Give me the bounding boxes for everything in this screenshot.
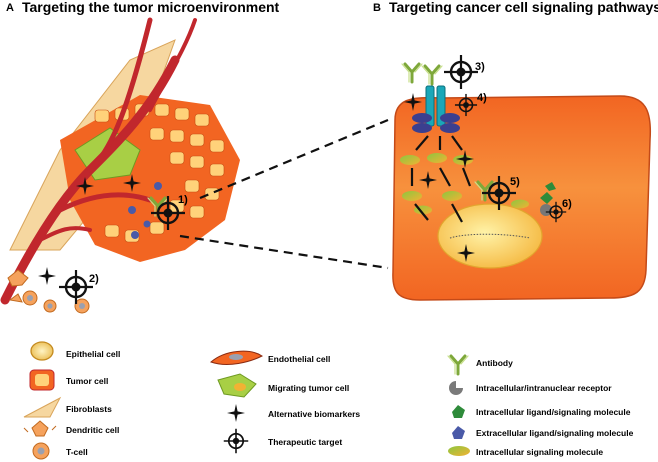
zoom-line-bottom	[179, 234, 389, 270]
legend-therapeutic-target: Therapeutic target	[268, 437, 342, 447]
epithelial-cell-icon	[30, 341, 54, 361]
target-icon	[57, 268, 95, 306]
intracellular-receptor	[540, 204, 552, 216]
antibody-icon	[400, 62, 424, 84]
legend-column-1: Epithelial cell Tumor cell Fibroblasts D…	[23, 341, 120, 460]
legend-dendritic-cell: Dendritic cell	[66, 425, 119, 435]
panel-a-illustration: 1) 2)	[0, 17, 240, 314]
fibroblast-icon	[23, 396, 62, 418]
legend-extracellular-ligand: Extracellular ligand/signaling molecule	[476, 428, 634, 438]
target-number-2: 2)	[89, 273, 99, 285]
legend-epithelial-cell: Epithelial cell	[66, 349, 120, 359]
legend-fibroblasts: Fibroblasts	[66, 404, 112, 414]
panel-b-title: Targeting cancer cell signaling pathways	[389, 0, 658, 15]
signal-arrows	[410, 135, 472, 223]
legend-tumor-cell: Tumor cell	[66, 376, 108, 386]
zoom-line-top	[199, 118, 389, 200]
intracellular-ligand	[540, 182, 556, 204]
intracellular-signaling-molecule-icon	[448, 446, 470, 456]
legend-intracellular-signaling-molecule: Intracellular signaling molecule	[476, 447, 603, 457]
antibody-icon	[446, 354, 470, 376]
extracellular-ligand-icon	[452, 426, 465, 439]
blood-vessel	[0, 17, 197, 305]
legend-t-cell: T-cell	[66, 447, 88, 457]
target-icon	[222, 427, 250, 455]
biomarker-icon	[38, 267, 56, 285]
dendritic-cell-icon	[23, 420, 57, 437]
endothelial-cell-icon-nucleus	[229, 354, 243, 360]
target-number-5: 5)	[510, 176, 520, 188]
antibody-icon	[420, 64, 444, 86]
tumor-cell-icon-inner	[35, 374, 49, 386]
immune-cells	[7, 269, 90, 314]
legend-intracellular-receptor: Intracellular/intranuclear receptor	[476, 383, 612, 393]
legend-alternative-biomarkers: Alternative biomarkers	[268, 409, 360, 419]
panel-b-letter: B	[373, 2, 381, 14]
target-number-6: 6)	[562, 198, 572, 210]
target-number-3: 3)	[475, 61, 485, 73]
intracellular-ligand-icon	[452, 405, 465, 418]
target-number-4: 4)	[477, 92, 487, 104]
legend-column-2: Endothelial cell Migrating tumor cell Al…	[210, 350, 360, 455]
nucleus	[437, 203, 543, 269]
membrane-receptor	[412, 85, 460, 133]
target-number-1: 1)	[178, 194, 188, 206]
biomarker-icon	[227, 404, 245, 422]
legend-antibody: Antibody	[476, 358, 513, 368]
legend-migrating-tumor-cell: Migrating tumor cell	[268, 383, 349, 393]
panel-a-title: Targeting the tumor microenvironment	[22, 0, 280, 15]
panel-b-illustration: 3) 4) 5) 6)	[392, 53, 652, 301]
legend-endothelial-cell: Endothelial cell	[268, 354, 330, 364]
legend-column-3: Antibody Intracellular/intranuclear rece…	[446, 354, 634, 457]
target-icon	[442, 53, 480, 91]
migrating-tumor-cell-icon-nucleus	[234, 383, 246, 391]
legend-intracellular-ligand: Intracellular ligand/signaling molecule	[476, 407, 631, 417]
dna-strand	[449, 233, 531, 239]
panel-a-letter: A	[6, 2, 14, 14]
t-cell-icon-nucleus	[37, 447, 45, 455]
intracellular-receptor-icon	[449, 381, 463, 395]
